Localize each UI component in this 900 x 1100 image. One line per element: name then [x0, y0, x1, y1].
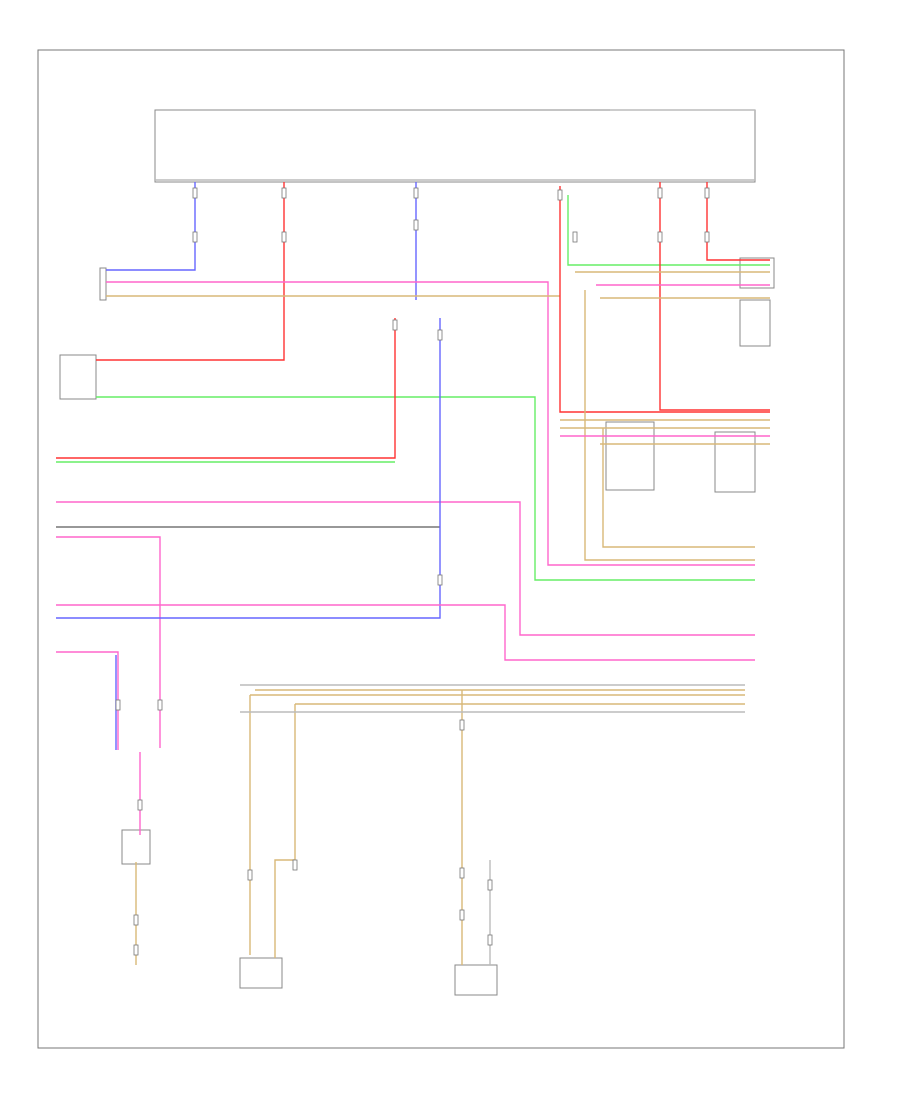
connector-marker-26	[487, 934, 493, 946]
wire-green-18	[96, 396, 755, 581]
wire-pink-23	[56, 536, 161, 748]
wire-red-5	[559, 186, 770, 413]
wire-blue-0	[106, 182, 196, 271]
component-motor-right	[454, 964, 498, 996]
connector-marker-17	[137, 799, 143, 811]
wire-red-7	[659, 182, 770, 411]
right-connector-3	[714, 431, 756, 493]
connector-marker-10	[704, 187, 710, 199]
connector-marker-12	[392, 319, 398, 331]
connector-marker-14	[437, 574, 443, 586]
connector-marker-25	[487, 879, 493, 891]
connector-marker-24	[459, 909, 465, 921]
wire-tan-13	[602, 428, 755, 548]
wire-tan-10	[584, 290, 755, 561]
connector-marker-1	[192, 231, 198, 243]
wire-red-19	[56, 318, 396, 459]
connector-marker-23	[459, 867, 465, 879]
wire-pink-25	[56, 604, 755, 661]
connector-marker-16	[157, 699, 163, 711]
connector-marker-8	[657, 187, 663, 199]
connector-marker-11	[704, 231, 710, 243]
connector-marker-2	[281, 187, 287, 199]
wire-pink-26	[56, 651, 119, 750]
connector-marker-19	[133, 944, 139, 956]
right-connector-2	[739, 299, 771, 347]
connector-marker-20	[247, 869, 253, 881]
connector-marker-4	[413, 187, 419, 199]
connector-marker-18	[133, 914, 139, 926]
wire-blue-24	[56, 318, 441, 619]
wire-red-1	[96, 182, 285, 361]
connector-marker-13	[437, 329, 443, 341]
connector-marker-6	[557, 189, 563, 201]
connector-tick-layer	[115, 187, 710, 956]
connector-marker-3	[281, 231, 287, 243]
left-connector-box	[59, 354, 97, 400]
connector-marker-0	[192, 187, 198, 199]
wire-layer	[56, 109, 770, 965]
connector-marker-9	[657, 231, 663, 243]
connector-marker-7	[572, 231, 578, 243]
wire-tan-32	[274, 703, 745, 958]
wire-red-8	[706, 182, 770, 261]
wire-green-6	[567, 195, 770, 266]
connector-marker-22	[459, 719, 465, 731]
component-motor-middle	[239, 957, 283, 989]
fuse-box-top	[154, 109, 756, 183]
component-sensor-left	[121, 829, 151, 865]
left-connector-small	[99, 267, 107, 301]
wire-pink-21	[56, 501, 755, 636]
wire-tan-31	[249, 694, 745, 955]
diagram-frame	[37, 49, 845, 1049]
connector-marker-15	[115, 699, 121, 711]
connector-marker-5	[413, 219, 419, 231]
wire-pink-3	[106, 281, 755, 566]
connector-marker-21	[292, 859, 298, 871]
right-connector-1	[739, 257, 775, 289]
right-connector-4	[605, 421, 655, 491]
